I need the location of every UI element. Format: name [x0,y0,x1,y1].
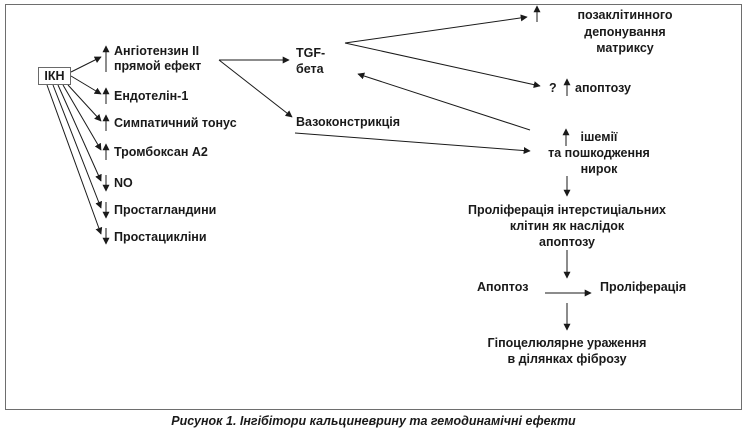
hypocellular-fibrosis-label: в ділянках фіброзу [507,352,627,366]
proliferation-cells-label: клітин як наслідок [509,219,625,233]
matrix-deposition-label: депонування [584,25,666,39]
arrow-ikn-prostacyclins [46,84,103,235]
ischemia-kidney-label: нирок [580,162,618,176]
ischemia-damage-label: та пошкодження [548,146,650,160]
vasoconstriction-label: Вазоконстрикція [296,115,401,129]
sympathetic-label: Симпатичний тонус [114,116,237,130]
endothelin-label: Ендотелін-1 [114,89,189,103]
prostaglandins-label: Простагландини [114,203,217,217]
arrow-ikn-endothelin [70,75,102,95]
tgf-label: TGF- [296,46,326,60]
hypocellular-label: Гіпоцелюлярне ураження [487,336,647,350]
proliferation-node-label: Проліферація [600,280,687,294]
ikn-box: ІКН [38,67,71,85]
figure-frame [5,4,742,410]
arrow-ikn-sympathetic [67,84,102,122]
arrow-ischemia-tgf [357,72,531,131]
arrow-ikn-angiotensin [70,56,102,73]
prostacyclins-label: Простацикліни [114,230,207,244]
apoptosis-label: апоптозу [575,81,631,95]
apoptosis-question-label: ? [549,81,557,95]
arrow-tgf-apoptosis [344,42,541,89]
proliferation-interstitial-label: Проліферація інтерстиціальних [467,203,666,217]
angiotensin-label: Ангіотензин ІІ [114,44,200,58]
proliferation-apoptosis-label: апоптозу [539,235,595,249]
angiotensin-direct-label: прямой ефект [114,59,202,73]
thromboxane-label: Тромбоксан А2 [114,145,208,159]
ischemia-label: ішемії [580,130,618,144]
apoptosis-node-label: Апоптоз [477,280,529,294]
arrow-ikn-thromboxane [62,84,102,151]
no-label: NO [114,176,133,190]
arrow-ikn-prostaglandins [52,84,102,209]
arrow-vaso-ischemia [294,132,531,155]
matrix-matrix-label: матриксу [596,41,654,55]
arrow-tgf-matrix [344,14,528,44]
tgf-beta-label: бета [296,62,324,76]
arrow-ikn-no [57,84,102,182]
arrow-angiotensin-vaso [218,59,293,118]
figure-caption: Рисунок 1. Інгібітори кальциневрину та г… [171,414,576,428]
matrix-label: позаклітинного [577,8,673,22]
